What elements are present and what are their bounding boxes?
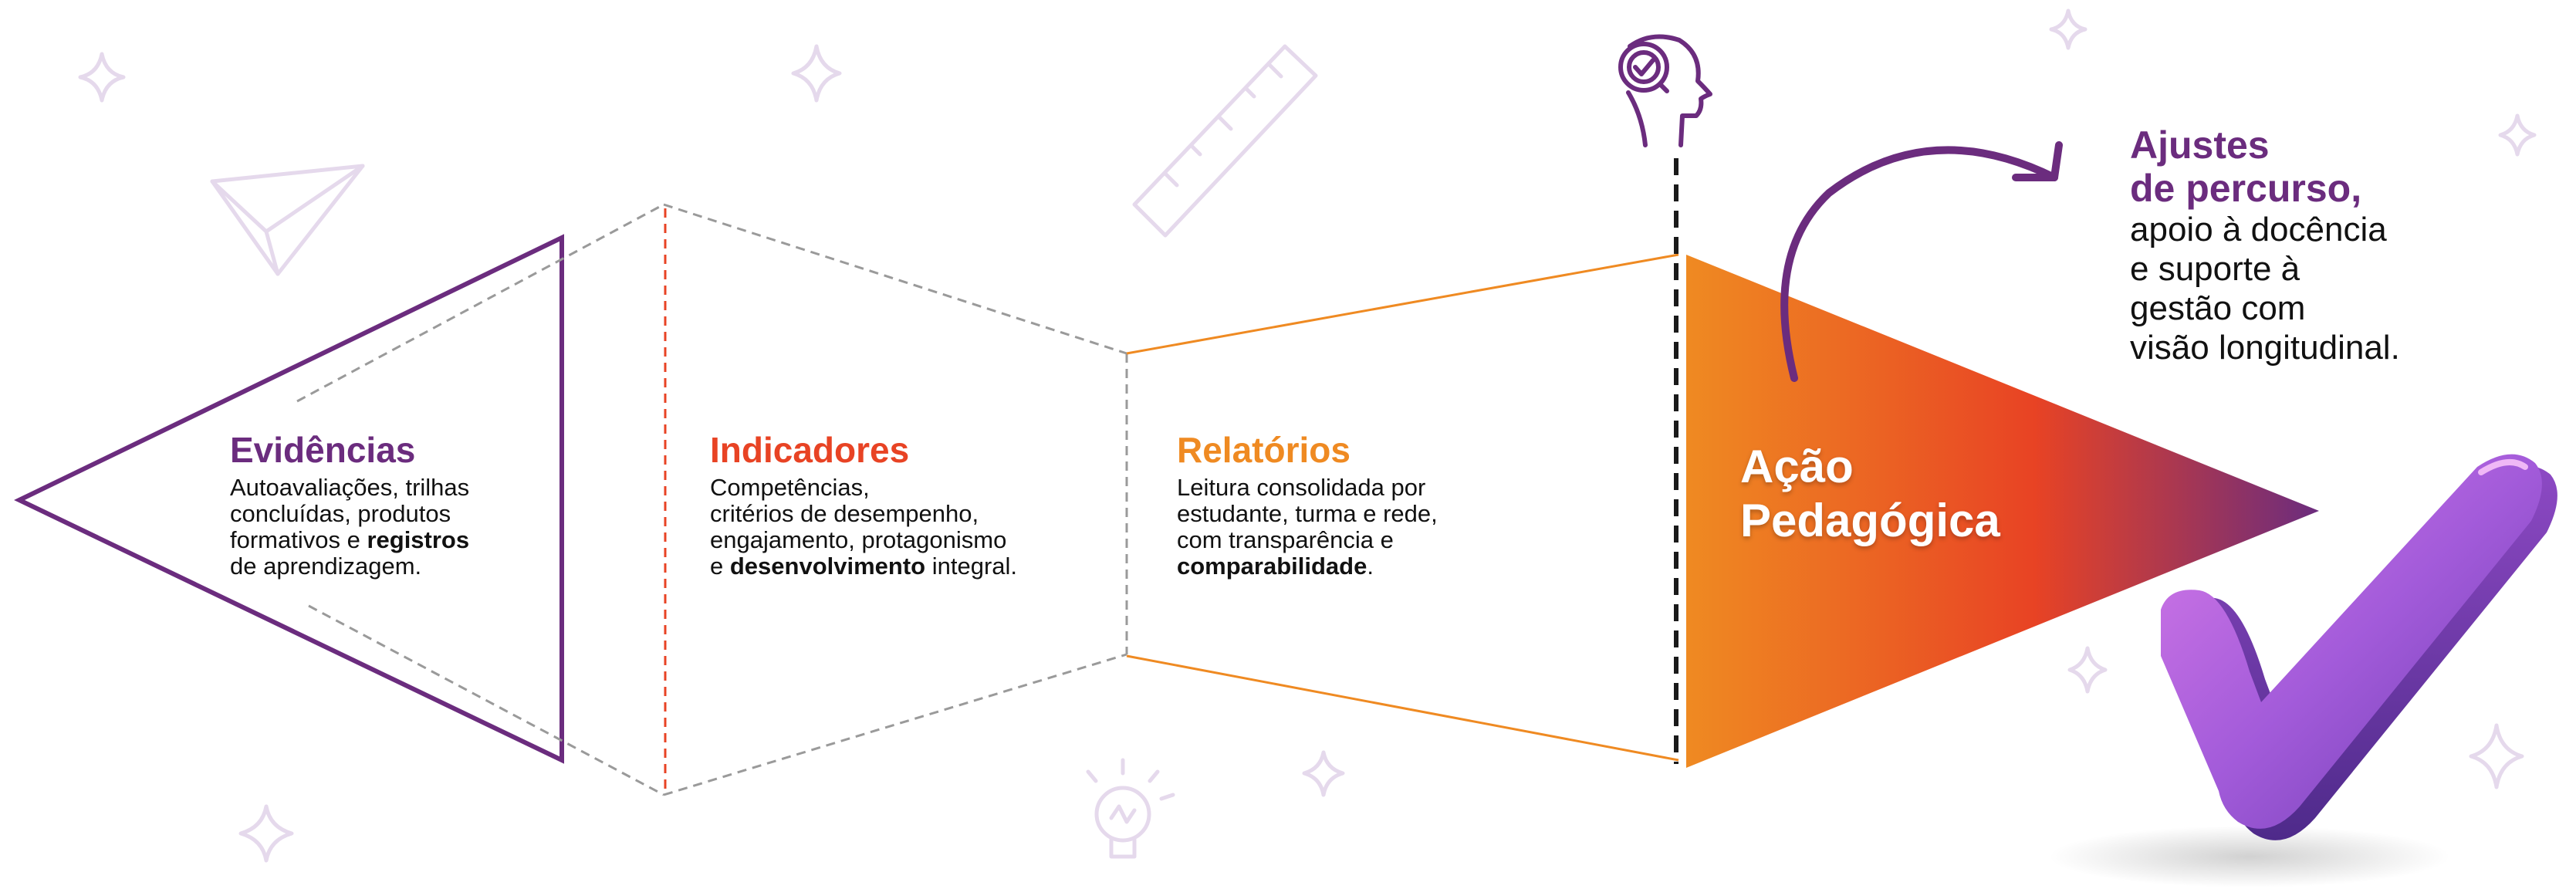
sparkle-icon <box>238 804 294 863</box>
sparkle-icon <box>2049 8 2088 50</box>
big-checkmark-icon <box>2049 454 2557 887</box>
ruler-icon <box>1132 44 1318 238</box>
outcome-text: Ajustes de percurso, apoio à docência e … <box>2130 123 2562 367</box>
sparkle-icon <box>2498 113 2537 157</box>
sparkle-icon <box>2469 723 2524 789</box>
paper-plane-icon <box>210 164 365 276</box>
stage-indicadores: Indicadores Competências, critérios de d… <box>710 428 1111 580</box>
acao-pedagogica-triangle <box>1686 255 2319 768</box>
stage-description: Competências, critérios de desempenho, e… <box>710 474 1018 580</box>
curved-arrow-icon <box>1780 141 2063 382</box>
sparkle-icon <box>791 44 842 103</box>
stage-description: Leitura consolidada por estudante, turma… <box>1177 474 1438 580</box>
evidencias-triangle <box>14 234 564 764</box>
dashed-connectors <box>296 203 1128 796</box>
acao-pedagogica-title: Ação Pedagógica <box>1740 441 2000 546</box>
stage-description: Autoavaliações, trilhas concluídas, prod… <box>230 474 470 580</box>
stage-relatorios: Relatórios Leitura consolidada por estud… <box>1177 428 1540 580</box>
light-bulb-icon <box>1086 758 1175 859</box>
head-with-check-icon <box>1618 34 1712 147</box>
background-doodles <box>78 8 2537 863</box>
stage-evidencias: Evidências Autoavaliações, trilhas concl… <box>230 428 554 580</box>
orange-connectors <box>1126 253 1679 762</box>
outcome-description: apoio à docência e suporte à gestão com … <box>2130 211 2400 367</box>
sparkle-icon <box>78 52 126 103</box>
sparkle-icon <box>1302 750 1345 797</box>
stage-title: Relatórios <box>1177 430 1351 470</box>
outcome-title: Ajustes de percurso, <box>2130 123 2362 210</box>
stage-title: Evidências <box>230 430 416 470</box>
stage-title: Indicadores <box>710 430 910 470</box>
sparkle-icon <box>2067 646 2108 694</box>
